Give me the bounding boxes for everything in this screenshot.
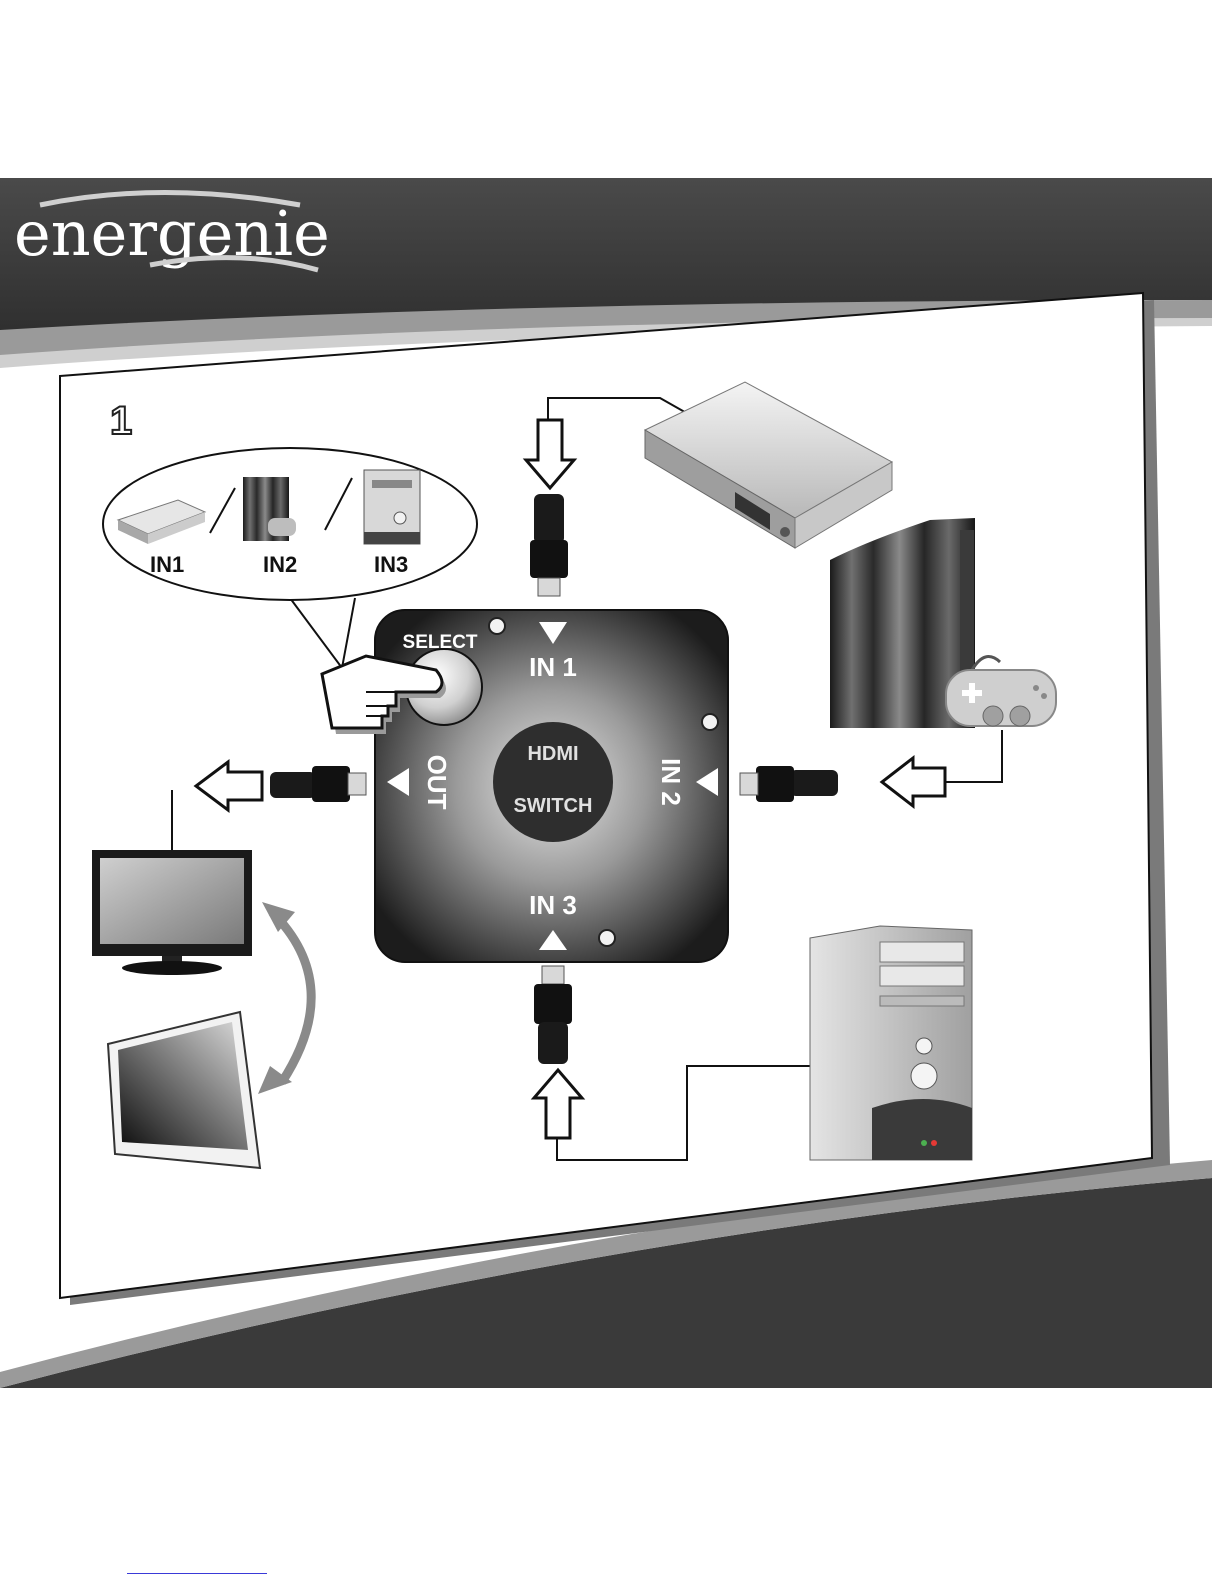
hdmi-switch-box: HDMI SWITCH IN 1 IN 2 OUT IN 3 SELECT xyxy=(375,610,728,962)
footer-link-underline xyxy=(127,1573,267,1574)
led-in2 xyxy=(702,714,718,730)
select-button-label: SELECT xyxy=(403,632,478,653)
callout-label-in2: IN2 xyxy=(263,552,297,577)
port-in3-label: IN 3 xyxy=(529,890,577,920)
port-out-label: OUT xyxy=(422,755,452,810)
callout-label-in3: IN3 xyxy=(374,552,408,577)
port-in2-label: IN 2 xyxy=(656,758,686,806)
step-number: 1 xyxy=(110,399,132,443)
switch-center-line1: HDMI xyxy=(527,743,578,765)
callout-label-in1: IN1 xyxy=(150,552,184,577)
desktop-pc-icon xyxy=(810,926,972,1160)
energenie-logo: energenie xyxy=(14,193,330,271)
port-in1-label: IN 1 xyxy=(529,652,577,682)
led-in3 xyxy=(599,930,615,946)
mini-game-console-icon xyxy=(243,477,296,541)
switch-center-line2: SWITCH xyxy=(514,795,593,817)
led-in1 xyxy=(489,618,505,634)
mini-desktop-pc-icon xyxy=(364,470,420,544)
